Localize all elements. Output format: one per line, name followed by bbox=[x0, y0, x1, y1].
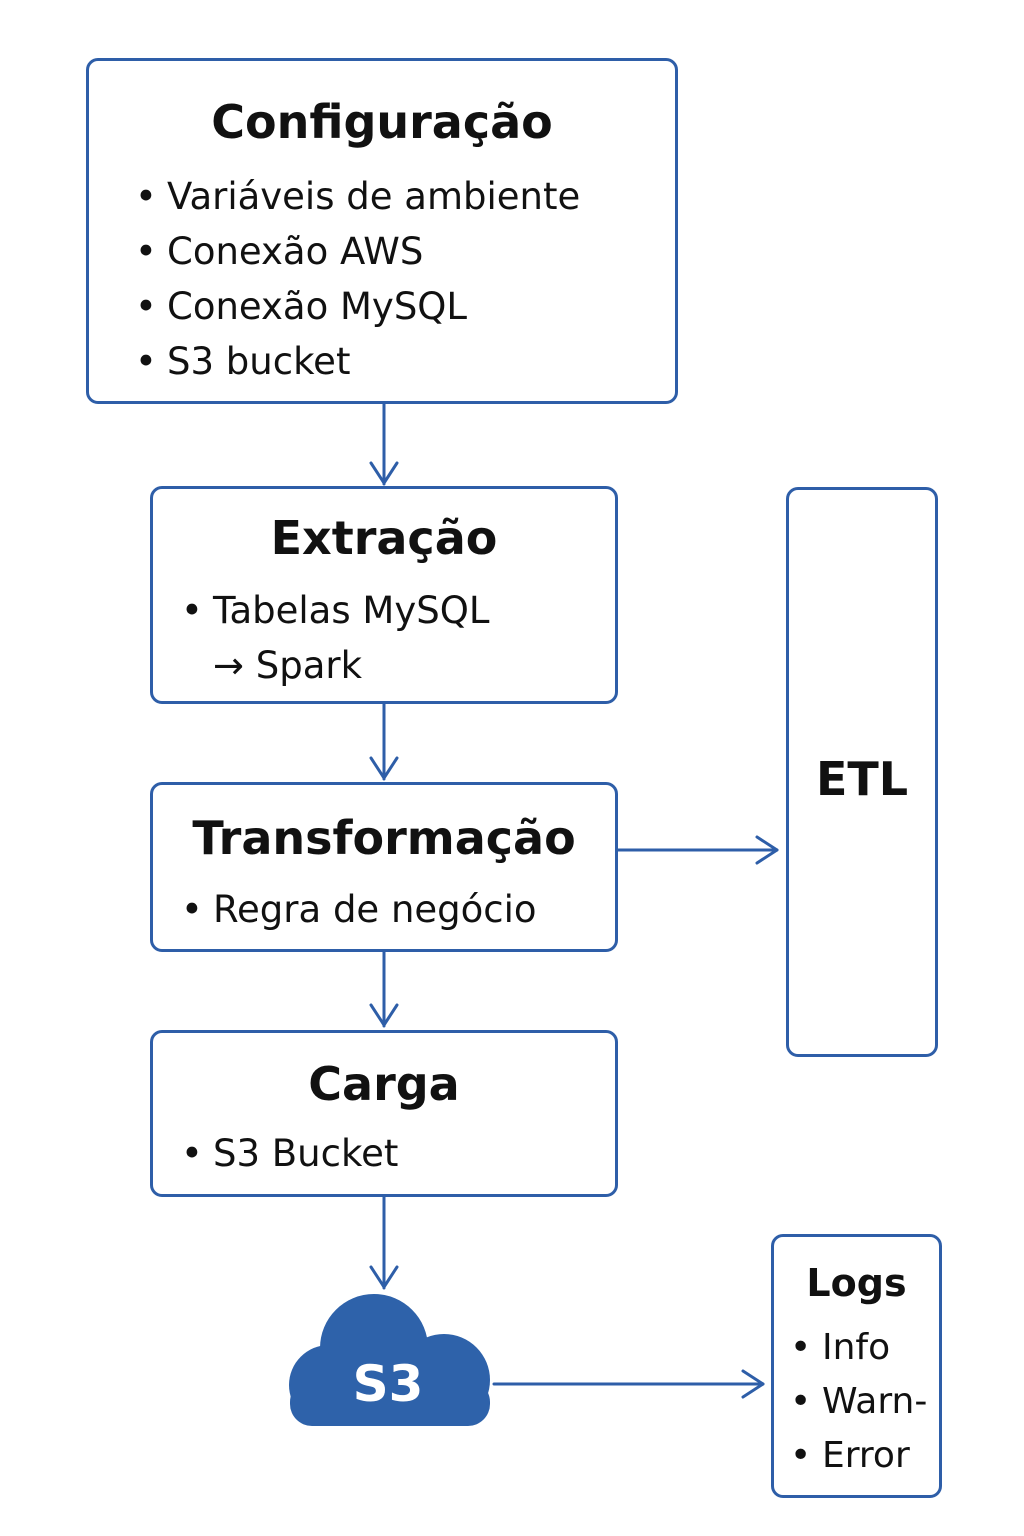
extracao-box: Extração Tabelas MySQL → Spark bbox=[150, 486, 618, 704]
transformacao-list: Regra de negócio bbox=[181, 882, 537, 937]
carga-item: S3 Bucket bbox=[181, 1126, 398, 1181]
extracao-item-line2: → Spark bbox=[213, 644, 363, 687]
etl-label: ETL bbox=[815, 752, 909, 806]
configuracao-item: S3 bucket bbox=[135, 334, 580, 389]
extracao-title: Extração bbox=[270, 511, 498, 565]
extracao-list: Tabelas MySQL → Spark bbox=[181, 583, 489, 693]
logs-title: Logs bbox=[806, 1261, 907, 1305]
carga-title: Carga bbox=[308, 1057, 460, 1111]
logs-list: Info Warn- Error bbox=[790, 1321, 927, 1483]
arrow-configuracao-to-extracao bbox=[369, 401, 399, 486]
transformacao-box: Transformação Regra de negócio bbox=[150, 782, 618, 952]
arrow-transformacao-to-carga bbox=[369, 949, 399, 1028]
arrow-s3-to-logs bbox=[492, 1369, 765, 1399]
extracao-item: Tabelas MySQL → Spark bbox=[181, 583, 489, 693]
carga-box: Carga S3 Bucket bbox=[150, 1030, 618, 1197]
etl-box: ETL bbox=[786, 487, 938, 1057]
s3-cloud-label: S3 bbox=[353, 1355, 424, 1413]
arrow-extracao-to-transformacao bbox=[369, 701, 399, 781]
configuracao-item: Conexão AWS bbox=[135, 224, 580, 279]
transformacao-item: Regra de negócio bbox=[181, 882, 537, 937]
configuracao-list: Variáveis de ambiente Conexão AWS Conexã… bbox=[135, 169, 580, 389]
configuracao-item: Variáveis de ambiente bbox=[135, 169, 580, 224]
transformacao-title: Transformação bbox=[192, 811, 576, 865]
configuracao-title: Configuração bbox=[211, 95, 553, 149]
logs-item: Info bbox=[790, 1321, 927, 1375]
configuracao-box: Configuração Variáveis de ambiente Conex… bbox=[86, 58, 678, 404]
arrow-transformacao-to-etl bbox=[615, 835, 779, 865]
configuracao-item: Conexão MySQL bbox=[135, 279, 580, 334]
s3-cloud-icon: S3 bbox=[289, 1294, 490, 1426]
logs-item: Warn- bbox=[790, 1375, 927, 1429]
logs-item: Error bbox=[790, 1429, 927, 1483]
carga-list: S3 Bucket bbox=[181, 1126, 398, 1181]
arrow-carga-to-s3 bbox=[369, 1194, 399, 1290]
extracao-item-line1: Tabelas MySQL bbox=[213, 589, 490, 632]
logs-box: Logs Info Warn- Error bbox=[771, 1234, 942, 1498]
